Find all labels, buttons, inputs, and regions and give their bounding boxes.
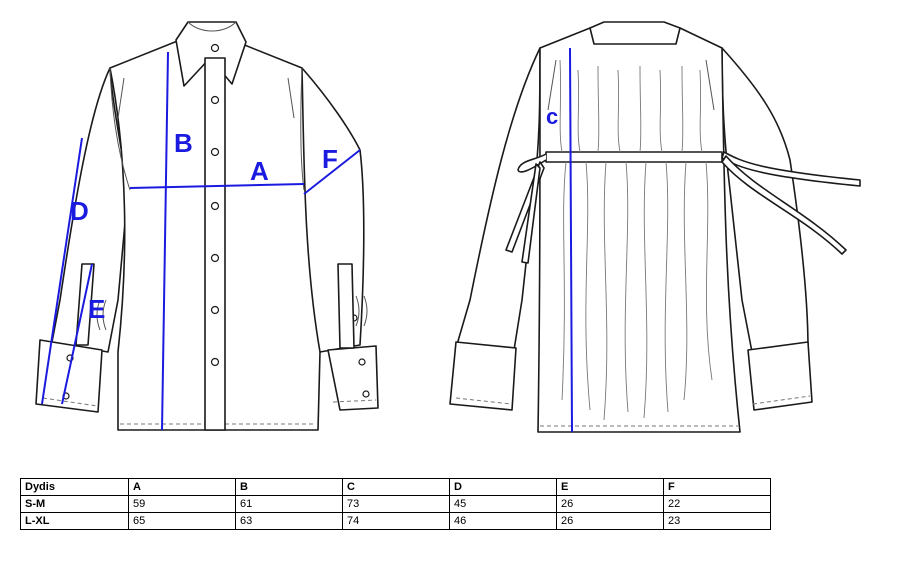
front-right-sleeve-placket <box>337 263 355 349</box>
back-drawstring-channel <box>545 151 723 163</box>
size-table-header-cell: D <box>449 478 557 496</box>
size-table-cell: 22 <box>663 495 771 513</box>
shirt-front-view <box>35 21 379 431</box>
back-right-sleeve <box>721 47 809 353</box>
front-collar <box>175 21 247 87</box>
measurement-lines <box>41 47 573 433</box>
label-f: F <box>322 144 338 174</box>
size-table-cell: 26 <box>556 512 664 530</box>
measure-line-a <box>129 183 305 189</box>
size-table-header-cell: F <box>663 478 771 496</box>
size-table-cell: 63 <box>235 512 343 530</box>
measure-line-f <box>303 149 361 195</box>
size-table-cell: 65 <box>128 512 236 530</box>
label-b: B <box>174 128 193 158</box>
size-table-header-cell: Dydis <box>20 478 129 496</box>
size-table-cell: 73 <box>342 495 450 513</box>
back-body <box>537 27 741 433</box>
size-table-cell: 45 <box>449 495 557 513</box>
size-table-cell: 61 <box>235 495 343 513</box>
shirt-measurement-diagram: A B c D E F <box>35 21 861 433</box>
size-table-size-cell: L-XL <box>20 512 129 530</box>
measure-line-b <box>161 51 169 431</box>
measure-line-e <box>61 263 93 405</box>
size-table-cell: 46 <box>449 512 557 530</box>
size-table-row: S-M 59 61 73 45 26 22 <box>20 495 771 513</box>
front-placket <box>204 57 226 431</box>
back-collar <box>589 21 681 45</box>
size-table-size-cell: S-M <box>20 495 129 513</box>
front-left-sleeve-placket <box>75 263 95 346</box>
label-a: A <box>250 156 269 186</box>
back-left-cuff <box>449 341 517 411</box>
label-c: c <box>546 104 558 129</box>
shirt-back-view <box>449 21 861 433</box>
size-table-row: L-XL 65 63 74 46 26 23 <box>20 512 771 530</box>
back-gathers <box>559 59 713 421</box>
measure-line-d <box>41 137 83 405</box>
measure-line-c <box>569 47 573 433</box>
size-table-header-row: Dydis A B C D E F <box>20 478 771 496</box>
label-d: D <box>70 196 89 226</box>
size-table-header-cell: E <box>556 478 664 496</box>
size-table-cell: 59 <box>128 495 236 513</box>
size-table: Dydis A B C D E F S-M 59 61 73 45 26 22 … <box>20 478 771 530</box>
size-table-cell: 26 <box>556 495 664 513</box>
size-table-header-cell: B <box>235 478 343 496</box>
size-table-cell: 74 <box>342 512 450 530</box>
size-table-header-cell: A <box>128 478 236 496</box>
size-table-header-cell: C <box>342 478 450 496</box>
front-left-sleeve <box>51 67 129 353</box>
label-e: E <box>88 294 105 324</box>
size-table-cell: 23 <box>663 512 771 530</box>
back-drawstrings <box>505 151 861 264</box>
measurement-labels: A B c D E F <box>70 104 558 324</box>
back-right-cuff <box>747 341 813 411</box>
